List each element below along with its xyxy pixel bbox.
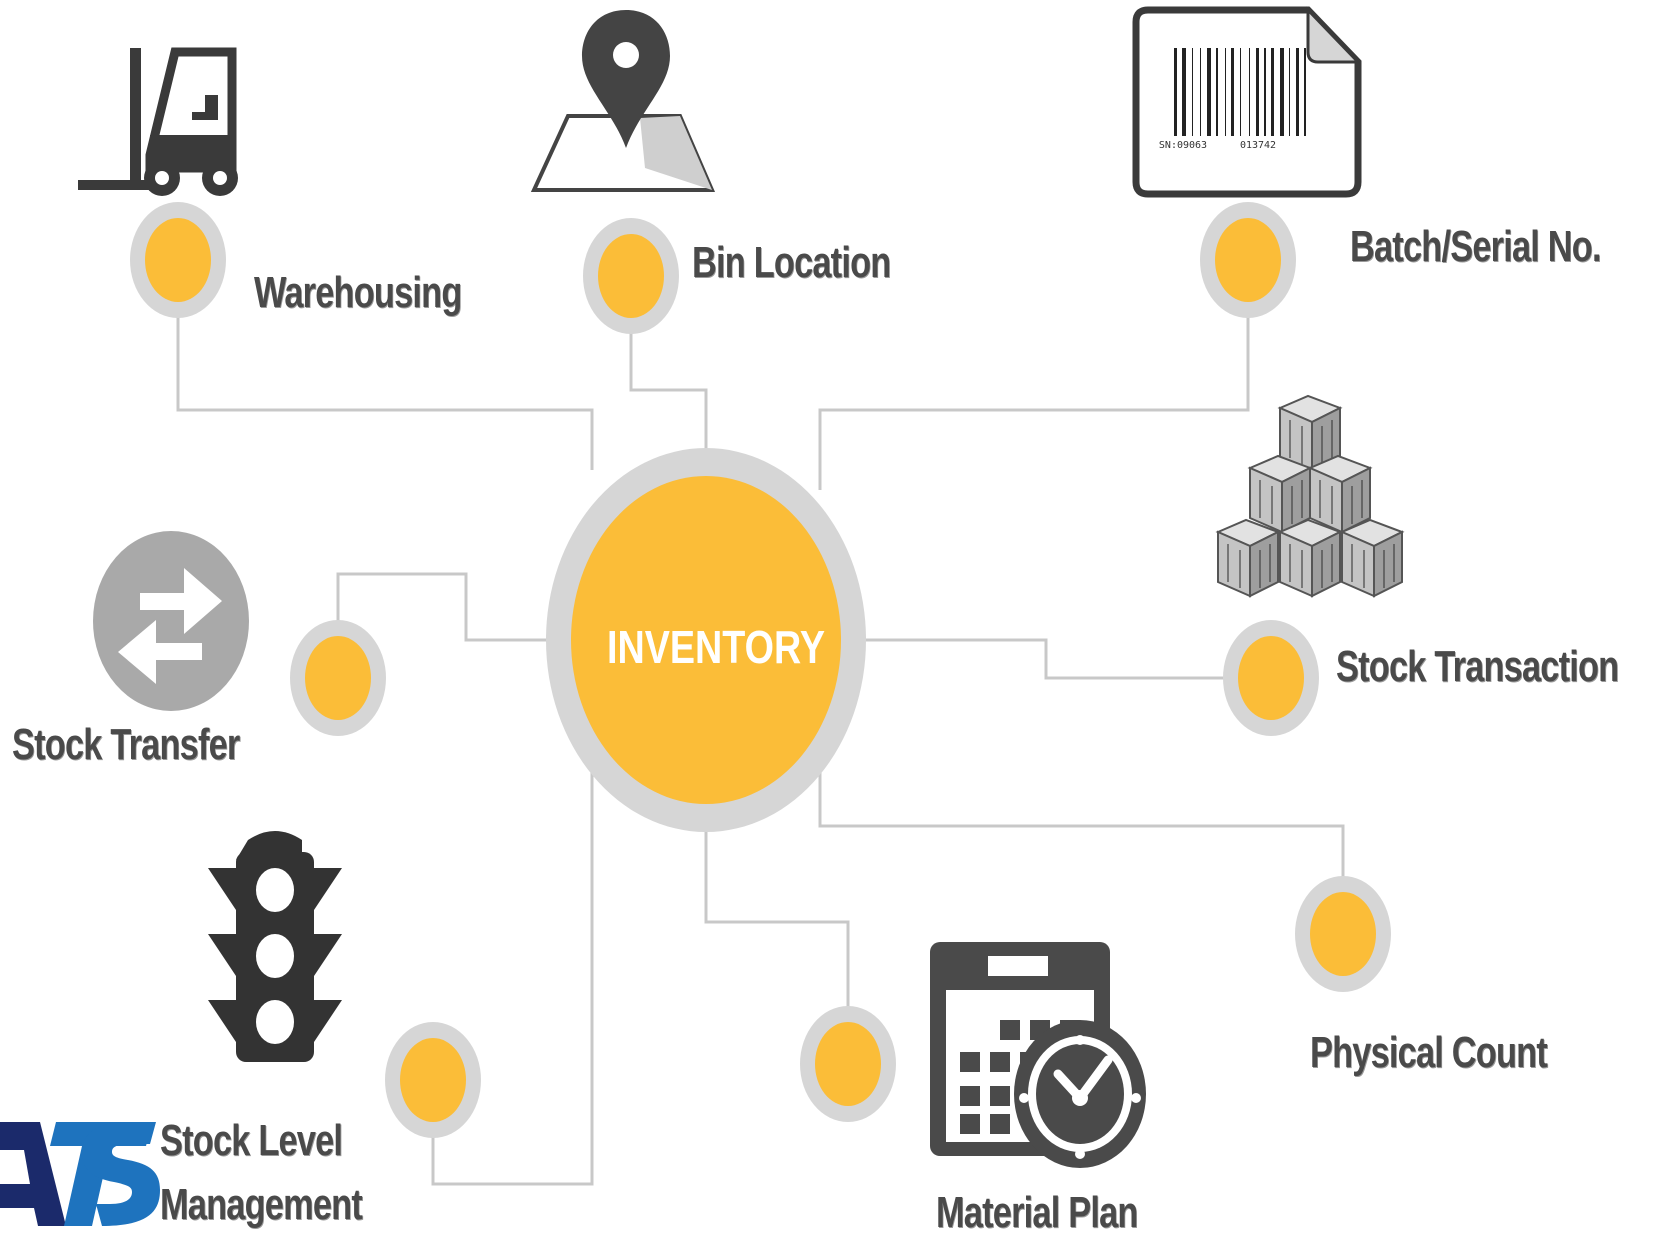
- barcode-bar: [1216, 48, 1218, 136]
- dot-batch-serial[interactable]: [1200, 202, 1296, 318]
- barcode-bar: [1225, 48, 1226, 136]
- transfer-arrows-icon: [93, 531, 249, 711]
- forklift-icon: [78, 47, 238, 196]
- connector-stock-transfer: [336, 572, 548, 642]
- box-shape: [1277, 394, 1343, 474]
- box-shape: [1215, 518, 1281, 598]
- warehousing-label[interactable]: Warehousing: [254, 268, 462, 317]
- calendar-cell: [960, 1052, 980, 1072]
- inventory-hub[interactable]: [546, 448, 866, 832]
- barcode-bar: [1256, 48, 1259, 136]
- stacked-boxes-icon: [1215, 394, 1405, 598]
- calendar-clock-icon: [930, 942, 1146, 1168]
- barcode-bar: [1264, 48, 1266, 136]
- barcode-bar: [1271, 48, 1274, 136]
- connector-material-plan: [704, 830, 850, 1012]
- dot-stock-transfer[interactable]: [290, 620, 386, 736]
- box-shape: [1339, 518, 1405, 598]
- batch-serial-label[interactable]: Batch/Serial No.: [1350, 222, 1602, 271]
- calendar-cell: [990, 1052, 1010, 1072]
- connector-warehousing: [176, 310, 594, 470]
- barcode-serial-left: SN:09063: [1159, 140, 1207, 151]
- connector-stock-level: [431, 770, 594, 1186]
- calendar-cell: [960, 1114, 980, 1134]
- calendar-cell: [990, 1086, 1010, 1106]
- inventory-label: INVENTORY: [607, 621, 825, 673]
- dot-warehousing[interactable]: [130, 202, 226, 318]
- stock-level-label-line2[interactable]: Management: [160, 1180, 363, 1229]
- dot-stock-level[interactable]: [385, 1022, 481, 1138]
- material-plan-label[interactable]: Material Plan: [936, 1188, 1138, 1237]
- connector-bin-location: [629, 328, 708, 452]
- barcode-label-icon: [1132, 6, 1362, 198]
- barcode-bar: [1240, 48, 1241, 136]
- barcode-bar: [1200, 48, 1201, 136]
- dot-bin-location[interactable]: [583, 218, 679, 334]
- barcode-bars: [1174, 48, 1306, 136]
- traffic-light-icon: [208, 831, 342, 1062]
- barcode-bar: [1289, 48, 1290, 136]
- node-dots: [130, 202, 1391, 1138]
- connector-batch-serial: [818, 310, 1250, 490]
- box-shape: [1307, 454, 1373, 534]
- physical-count-label[interactable]: Physical Count: [1310, 1028, 1548, 1077]
- connector-physical-count: [818, 760, 1345, 882]
- calendar-cell: [960, 1086, 980, 1106]
- barcode-bar: [1280, 48, 1284, 136]
- barcode-bar: [1182, 48, 1186, 136]
- dot-material-plan[interactable]: [800, 1006, 896, 1122]
- ats-logo: [0, 1122, 160, 1226]
- calendar-cell: [990, 1114, 1010, 1134]
- barcode-serial-right: 013742: [1240, 140, 1276, 151]
- stock-transfer-label[interactable]: Stock Transfer: [12, 720, 240, 769]
- connector-stock-transaction: [866, 638, 1230, 680]
- barcode-bar: [1174, 48, 1177, 136]
- dot-stock-transaction[interactable]: [1223, 620, 1319, 736]
- bin-location-label[interactable]: Bin Location: [692, 238, 891, 287]
- barcode-bar: [1192, 48, 1193, 136]
- calendar-cell: [1000, 1020, 1020, 1040]
- barcode-bar: [1296, 48, 1299, 136]
- stock-level-label-line1[interactable]: Stock Level: [160, 1116, 343, 1165]
- connector-lines: [176, 310, 1345, 1186]
- map-pin-icon: [530, 10, 716, 192]
- box-shape: [1247, 454, 1313, 534]
- stock-transaction-label[interactable]: Stock Transaction: [1336, 642, 1619, 691]
- box-shape: [1277, 518, 1343, 598]
- dot-physical-count[interactable]: [1295, 876, 1391, 992]
- barcode-bar: [1304, 48, 1306, 136]
- barcode-bar: [1231, 48, 1234, 136]
- barcode-bar: [1249, 48, 1250, 136]
- barcode-bar: [1207, 48, 1211, 136]
